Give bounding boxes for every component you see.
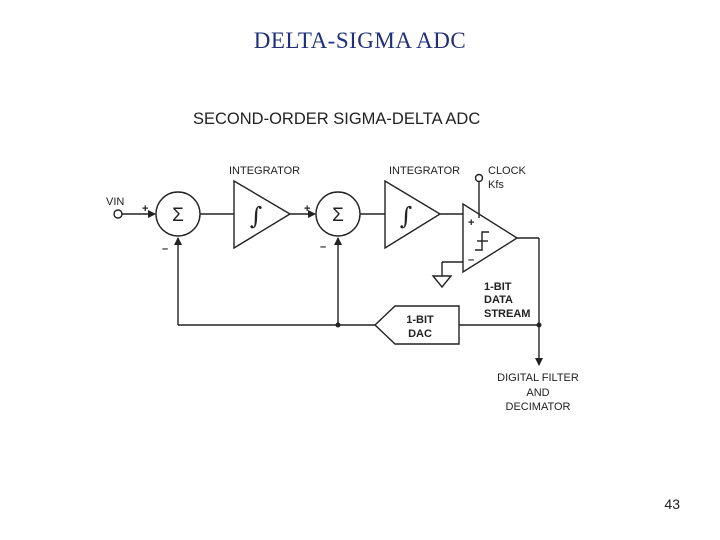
page-number: 43 <box>664 496 680 512</box>
integrator-2-symbol: ∫ <box>400 202 413 230</box>
integrator-2-label: INTEGRATOR <box>389 165 460 177</box>
comparator-block <box>462 202 519 274</box>
clock-label: CLOCK <box>488 165 527 177</box>
integrator-2-block <box>384 179 442 250</box>
bit-stream-label-1: 1-BIT <box>484 281 512 293</box>
ground-icon <box>431 275 453 289</box>
integrator-1-block <box>233 179 292 250</box>
bit-stream-label-3: STREAM <box>484 308 530 320</box>
bit-stream-label-2: DATA <box>484 294 513 306</box>
integrator-1-label: INTEGRATOR <box>229 165 300 177</box>
clock-terminal <box>474 173 484 183</box>
output-label-3: DECIMATOR <box>506 401 571 413</box>
feedback-junction-dot <box>335 322 341 328</box>
summer-1-minus: – <box>162 243 168 255</box>
input-terminal <box>113 209 123 219</box>
diagram-heading: SECOND-ORDER SIGMA-DELTA ADC <box>193 110 480 128</box>
dac-label-1: 1-BIT <box>406 314 434 326</box>
dac-block <box>373 305 460 345</box>
comparator-plus: + <box>468 217 474 229</box>
summer-2-minus: – <box>320 241 326 253</box>
comparator-minus: – <box>468 254 474 266</box>
output-label-2: AND <box>526 387 549 399</box>
summer-2-symbol: Σ <box>332 205 344 226</box>
output-label-1: DIGITAL FILTER <box>497 372 579 384</box>
clock-rate: Kfs <box>488 179 504 191</box>
dac-label-2: DAC <box>408 328 432 340</box>
slide-title: DELTA-SIGMA ADC <box>253 28 467 53</box>
integrator-1-symbol: ∫ <box>250 202 263 230</box>
summer-2-plus: + <box>304 203 310 215</box>
input-label: VIN <box>106 196 124 208</box>
summer-1-plus: + <box>142 203 148 215</box>
summer-1-symbol: Σ <box>172 205 184 226</box>
